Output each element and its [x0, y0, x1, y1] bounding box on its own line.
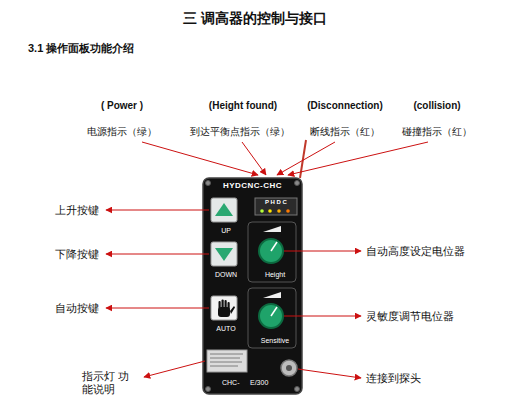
up-arrow [215, 203, 233, 216]
control-panel: HYDCNC-CHC P H D C UP DOWN HeightAUTO Sensiti… [203, 178, 302, 394]
led [260, 209, 290, 213]
hand-icon [218, 300, 235, 318]
node-label: DOWN [209, 271, 243, 279]
legend-lines [210, 354, 243, 366]
knob [259, 239, 283, 263]
callout-label: 到达平衡点指示（绿） [190, 126, 290, 138]
model-number: CHC- [222, 379, 240, 387]
indicator-name: (collision) [413, 100, 460, 112]
callout-label: 电源指示（绿） [87, 126, 157, 138]
panel-body [203, 178, 302, 394]
probe-connector [286, 365, 292, 371]
callout-label: 自动按键 [55, 302, 99, 315]
auto-button: AUTO [209, 296, 243, 334]
leader-line [106, 142, 428, 378]
button [211, 198, 237, 222]
knob [259, 304, 283, 328]
callout-label: 下降按键 [55, 248, 99, 261]
scale-wedge [263, 226, 281, 232]
down-button: DOWN [209, 242, 243, 280]
page-title: 三 调高器的控制与接口 [0, 10, 510, 28]
node-label: P H D C [255, 199, 297, 206]
callout-label: 灵敏度调节电位器 [366, 310, 454, 323]
node-label: AUTO [209, 325, 243, 333]
button [211, 296, 237, 320]
indicator-name: ( Power ) [101, 100, 143, 112]
button [211, 242, 237, 266]
sensitivity-knob: Sensitive [248, 288, 302, 348]
section-heading: 3.1 操作面板功能介绍 [28, 42, 134, 55]
down-arrow [215, 248, 233, 261]
callout-label: 碰撞指示（红） [402, 126, 472, 138]
knob-pointer [271, 307, 277, 316]
scale-wedge [263, 292, 281, 298]
node-label: UP [209, 227, 243, 235]
node-label: Height [248, 271, 302, 279]
callout-label: 连接到探头 [366, 372, 421, 385]
screw [206, 181, 300, 392]
node-label: Sensitive [248, 337, 302, 345]
callout-label: 断线指示（红） [310, 126, 380, 138]
model-number: E/300 [250, 379, 268, 387]
led-window [255, 198, 297, 215]
callout-label: 指示灯 功能说明 [82, 370, 138, 395]
up-button: UP [209, 198, 243, 236]
led-indicator: P H D C [255, 198, 297, 215]
knob-pointer [271, 242, 277, 251]
node-label: HYDCNC-CHC [203, 182, 302, 191]
indicator-name: (Height found) [209, 100, 277, 112]
height-knob: Height [248, 222, 302, 282]
probe-connector [281, 360, 297, 376]
callout-label: 上升按键 [55, 204, 99, 217]
indicator-name: (Disconnection) [307, 100, 383, 112]
callout-label: 自动高度设定电位器 [366, 245, 465, 258]
legend-plate [207, 350, 247, 372]
